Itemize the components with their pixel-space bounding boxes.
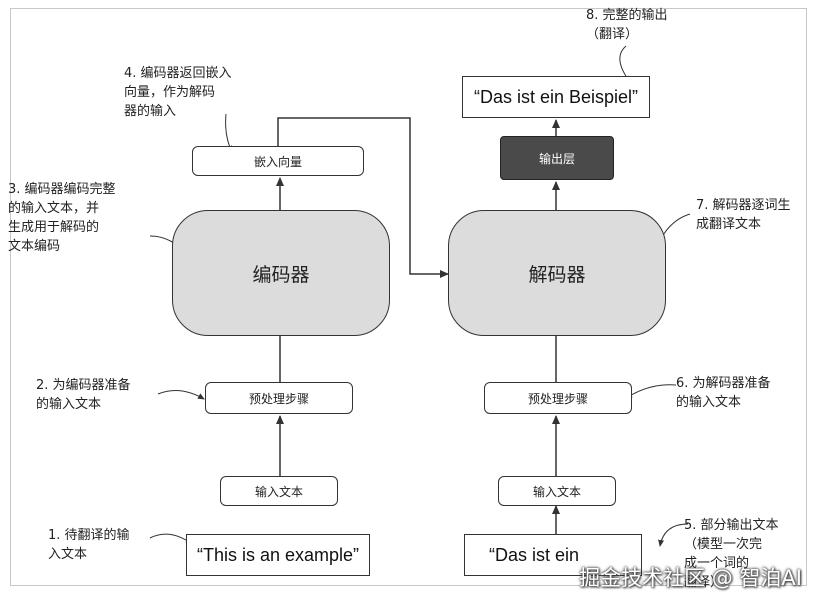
embedding-vector-box: 嵌入向量	[192, 146, 364, 176]
decoder-input-text-box: 输入文本	[498, 476, 616, 506]
final-output-text-box: “Das ist ein Beispiel”	[462, 76, 650, 118]
note-5-partial-output: 5. 部分输出文本 （模型一次完 成一个词的 翻译）	[684, 518, 779, 590]
note-4-embedding-return: 4. 编码器返回嵌入 向量，作为解码 器的输入	[124, 66, 232, 119]
output-layer-box: 输出层	[500, 136, 614, 180]
note-6-decoder-input: 6. 为解码器准备 的输入文本	[676, 376, 771, 410]
callout-pointer-5	[658, 523, 689, 547]
callout-pointer-6	[625, 384, 677, 399]
diagram-frame	[10, 8, 807, 586]
encoder-block: 编码器	[172, 210, 390, 336]
callout-pointer-2	[157, 389, 205, 400]
partial-output-text-box: “Das ist ein	[464, 534, 642, 576]
note-2-encoder-input: 2. 为编码器准备 的输入文本	[36, 378, 131, 412]
note-3-encoder-encodes: 3. 编码器编码完整 的输入文本，并 生成用于解码的 文本编码	[8, 182, 116, 254]
decoder-preprocess-box: 预处理步骤	[484, 382, 632, 414]
note-8-final-output: 8. 完整的输出 （翻译）	[586, 8, 668, 42]
arrow-embedding-to-decoder	[277, 117, 449, 278]
encoder-preprocess-box: 预处理步骤	[205, 382, 353, 414]
note-7-decoder-generates: 7. 解码器逐词生 成翻译文本	[696, 198, 791, 232]
source-text-example-box: “This is an example”	[186, 534, 370, 576]
note-1-source-text: 1. 待翻译的输 入文本	[48, 528, 130, 562]
encoder-input-text-box: 输入文本	[220, 476, 338, 506]
decoder-block: 解码器	[448, 210, 666, 336]
watermark-text: 掘金技术社区 @ 智泊AI	[579, 566, 802, 590]
